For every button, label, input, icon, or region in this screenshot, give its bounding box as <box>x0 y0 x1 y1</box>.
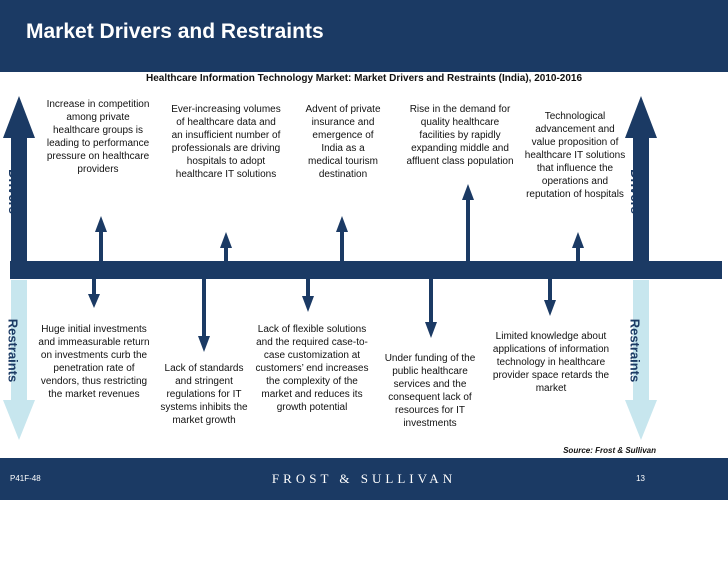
driver-arrow-2 <box>220 232 232 262</box>
driver-arrow-5 <box>572 232 584 262</box>
slide-code: P41F-48 <box>10 474 41 483</box>
restraint-item-1: Huge initial investments and immeasurabl… <box>38 324 150 400</box>
right-restraints-big-arrow <box>625 280 657 440</box>
driver-item-2: Ever-increasing volumes of healthcare da… <box>171 104 281 180</box>
restraint-item-2: Lack of standards and stringent regulati… <box>160 363 248 426</box>
left-restraints-label: Restraints <box>5 318 21 383</box>
left-drivers-big-arrow <box>3 96 35 262</box>
right-drivers-big-arrow <box>625 96 657 262</box>
right-restraints-label: Restraints <box>627 318 643 383</box>
driver-item-4: Rise in the demand for quality healthcar… <box>406 104 514 167</box>
driver-item-1: Increase in competition among private he… <box>46 99 150 175</box>
slide-header: Market Drivers and Restraints <box>0 0 728 72</box>
driver-arrow-3 <box>336 216 348 262</box>
restraint-arrow-5 <box>544 279 556 316</box>
restraint-item-4: Under funding of the public healthcare s… <box>384 353 476 429</box>
restraint-arrow-3 <box>302 279 314 312</box>
slide-title: Market Drivers and Restraints <box>26 20 324 43</box>
source-note: Source: Frost & Sullivan <box>563 446 656 455</box>
left-drivers-label: Drivers <box>5 169 21 214</box>
restraint-item-3: Lack of flexible solutions and the requi… <box>255 324 369 413</box>
driver-arrow-1 <box>95 216 107 262</box>
right-drivers-label: Drivers <box>627 169 643 214</box>
restraint-item-5: Limited knowledge about applications of … <box>492 331 610 394</box>
slide-footer: P41F-48 FROST & SULLIVAN 13 <box>0 458 728 500</box>
brand-logo-text: FROST & SULLIVAN <box>271 471 457 486</box>
driver-item-3: Advent of private insurance and emergenc… <box>305 104 381 180</box>
center-divider-bar <box>10 261 722 279</box>
diagram-subtitle: Healthcare Information Technology Market… <box>145 73 583 84</box>
driver-arrow-4 <box>462 184 474 262</box>
driver-item-5: Technological advancement and value prop… <box>524 111 626 200</box>
restraint-arrow-2 <box>198 279 210 352</box>
restraint-arrow-4 <box>425 279 437 338</box>
restraint-arrow-1 <box>88 279 100 308</box>
page-number: 13 <box>636 474 645 483</box>
left-restraints-big-arrow <box>3 280 35 440</box>
